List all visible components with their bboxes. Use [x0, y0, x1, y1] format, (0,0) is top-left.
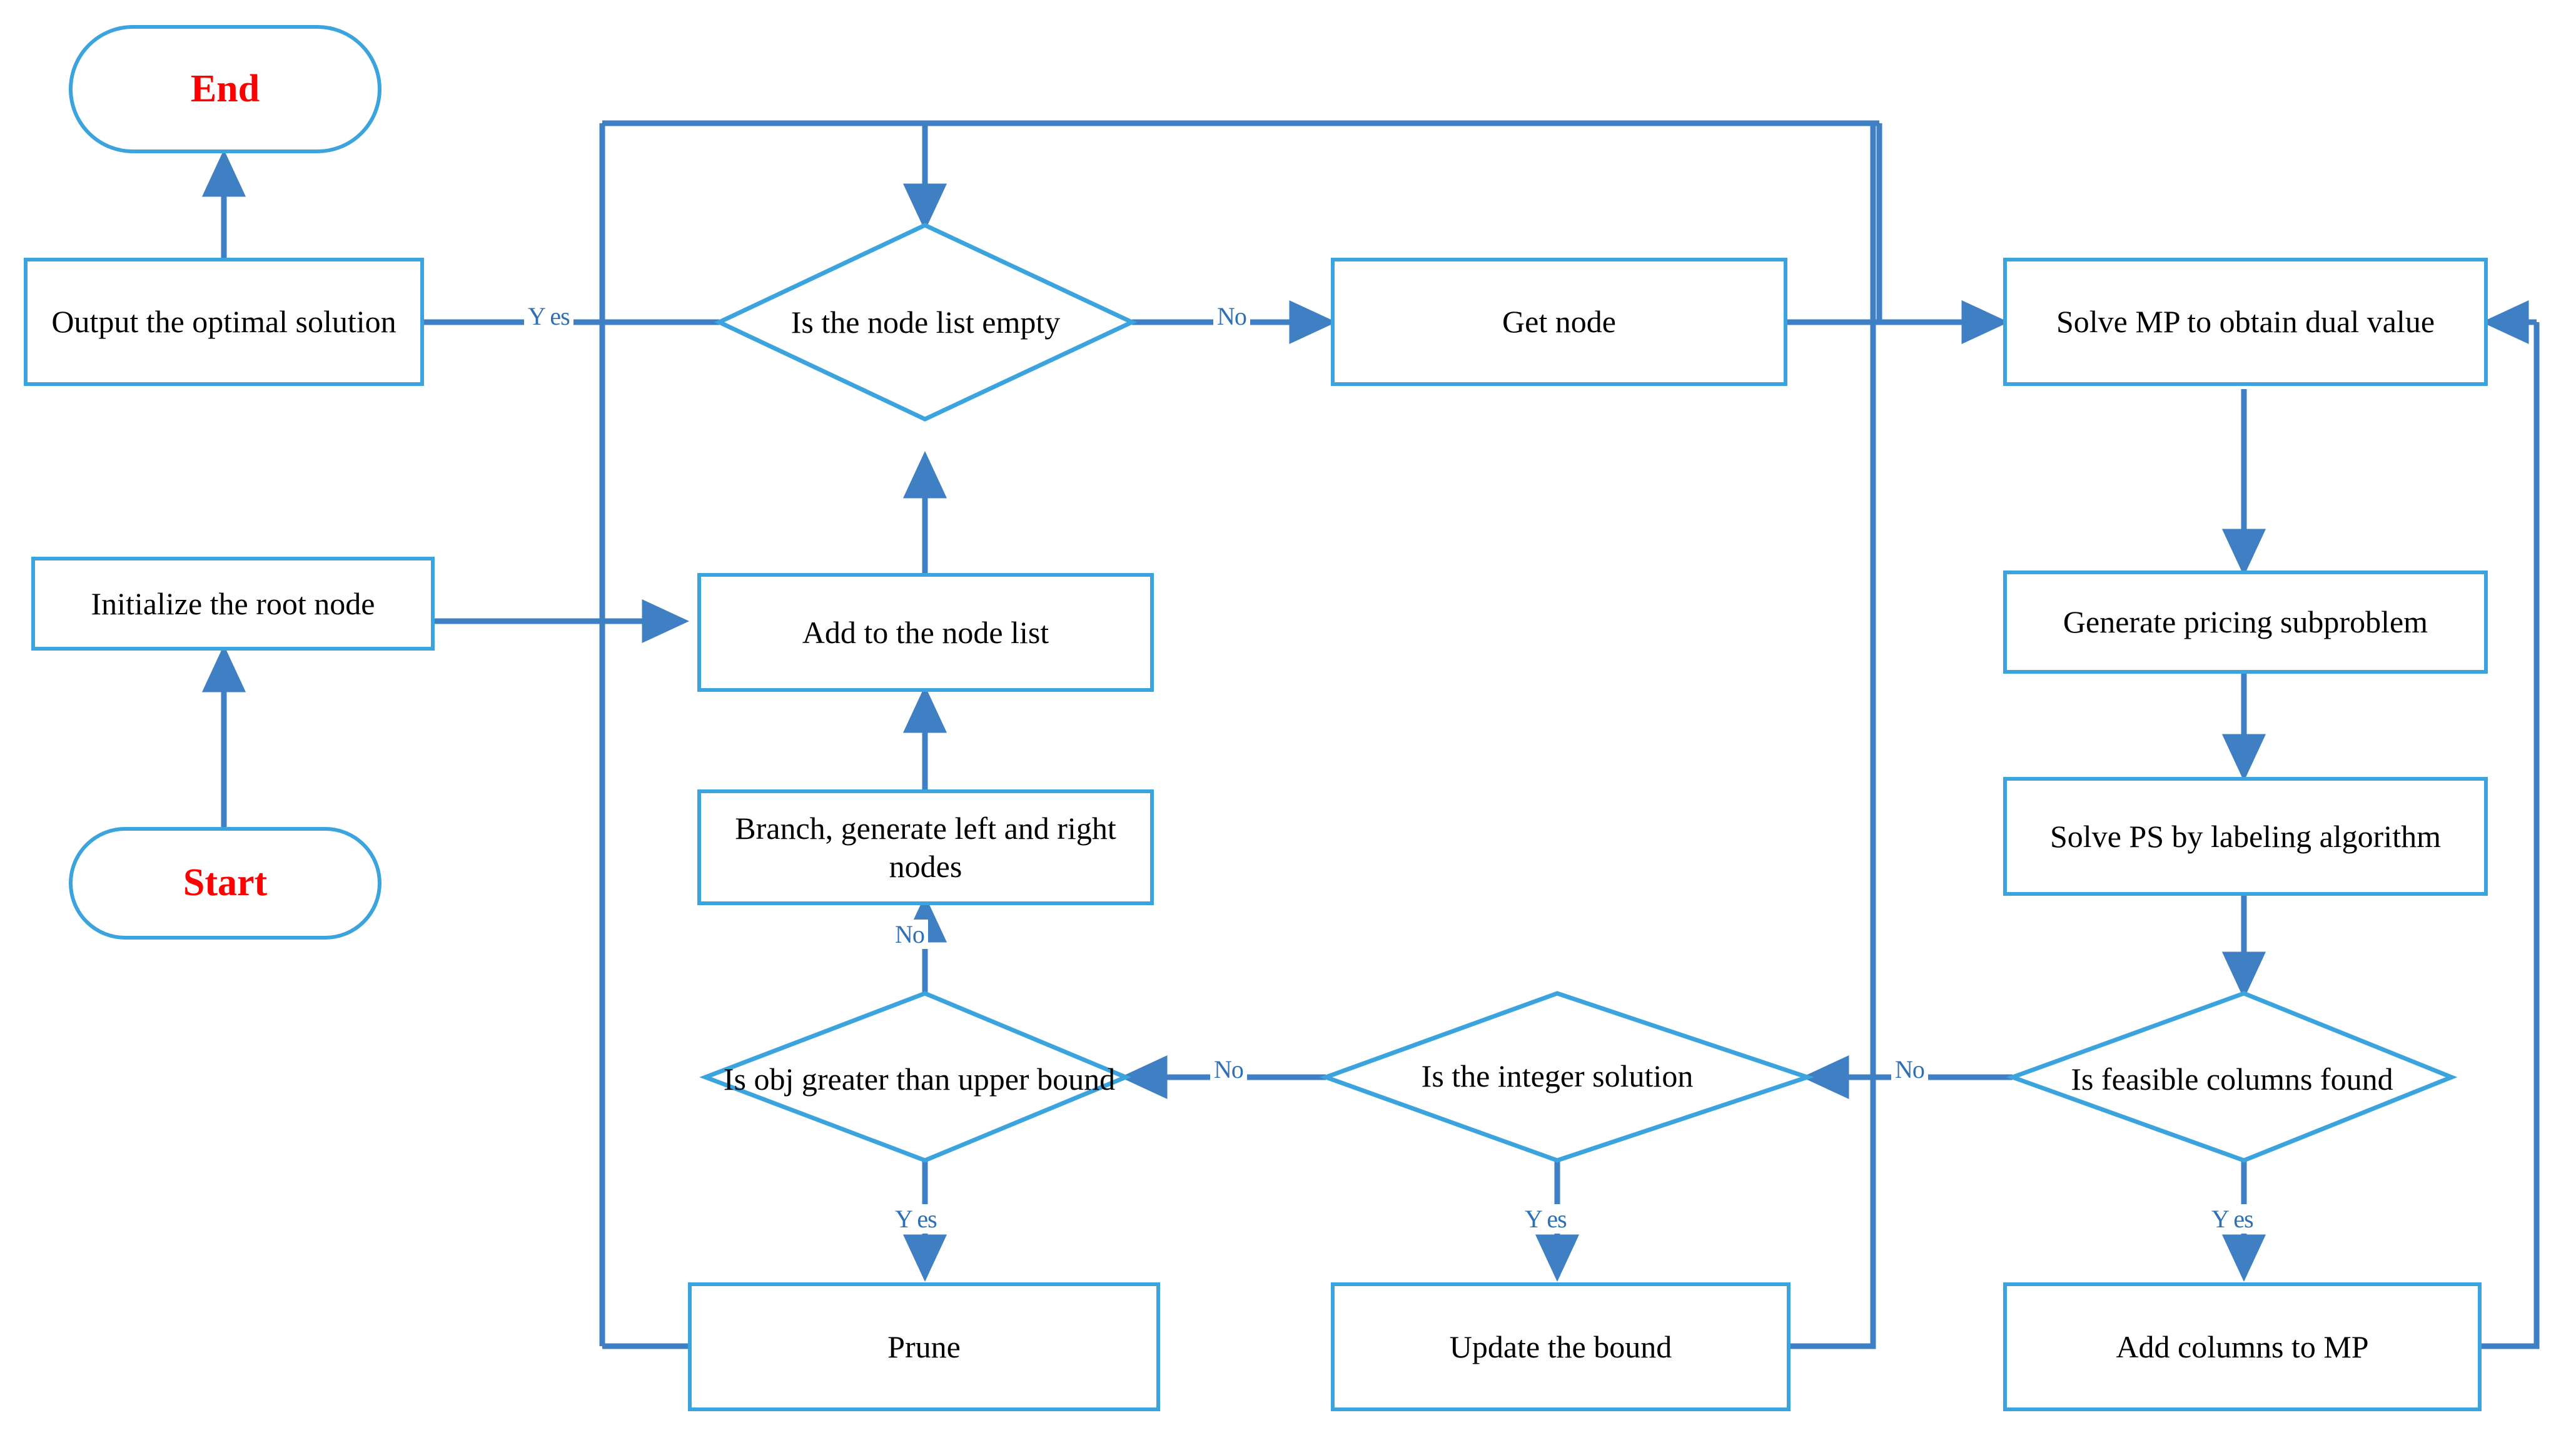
decision-integer-solution-label: Is the integer solution — [1421, 1058, 1694, 1093]
decision-integer-solution-label-wrap[interactable]: Is the integer solution — [1332, 1038, 1782, 1113]
edge-label-obj-yes: Y es — [891, 1204, 941, 1234]
edge-addcolumns-return-bus — [2480, 322, 2540, 1349]
edge-label-integer-yes: Y es — [1521, 1204, 1570, 1234]
decision-feasible-columns-shape — [2006, 991, 2458, 1163]
terminal-start-label: Start — [183, 861, 268, 905]
decision-obj-greater-label: Is obj greater than upper bound — [723, 1061, 1116, 1097]
terminal-start[interactable]: Start — [69, 827, 381, 940]
process-output-optimal-solution-label: Output the optimal solution — [51, 304, 397, 339]
edge-label-feasible-yes: Y es — [2208, 1204, 2257, 1234]
process-solve-mp[interactable]: Solve MP to obtain dual value — [2003, 258, 2488, 386]
process-generate-pricing-subproblem-label: Generate pricing subproblem — [2063, 604, 2428, 639]
edge-label-empty-no: No — [1213, 302, 1250, 331]
decision-node-list-empty-shape — [714, 223, 1138, 422]
process-get-node[interactable]: Get node — [1331, 258, 1787, 386]
process-get-node-label: Get node — [1502, 304, 1616, 339]
process-solve-ps-labeling[interactable]: Solve PS by labeling algorithm — [2003, 777, 2488, 896]
terminal-end[interactable]: End — [69, 25, 381, 153]
process-initialize-root-node-label: Initialize the root node — [91, 586, 375, 621]
process-prune[interactable]: Prune — [688, 1282, 1160, 1411]
edge-label-empty-yes: Y es — [524, 302, 573, 331]
edge-updatebound-return-bus — [1789, 1077, 1876, 1349]
process-add-columns-to-mp-label: Add columns to MP — [2116, 1329, 2369, 1364]
process-initialize-root-node[interactable]: Initialize the root node — [31, 557, 435, 651]
terminal-end-label: End — [190, 67, 260, 110]
process-output-optimal-solution[interactable]: Output the optimal solution — [24, 258, 424, 386]
decision-obj-greater-shape — [699, 991, 1132, 1163]
process-generate-pricing-subproblem[interactable]: Generate pricing subproblem — [2003, 570, 2488, 674]
edge-label-branch-no: No — [891, 920, 928, 949]
process-add-to-node-list[interactable]: Add to the node list — [697, 573, 1154, 692]
decision-feasible-columns-label: Is feasible columns found — [2071, 1061, 2393, 1097]
edge-label-integer-no: No — [1210, 1055, 1247, 1084]
process-prune-label: Prune — [887, 1329, 961, 1364]
decision-node-list-empty-label: Is the node list empty — [790, 304, 1061, 340]
process-solve-ps-labeling-label: Solve PS by labeling algorithm — [2050, 818, 2441, 854]
process-update-the-bound-label: Update the bound — [1449, 1329, 1672, 1364]
decision-integer-solution-shape — [1319, 991, 1815, 1163]
process-solve-mp-label: Solve MP to obtain dual value — [2056, 304, 2435, 339]
process-add-to-node-list-label: Add to the node list — [802, 614, 1049, 650]
process-branch-generate-nodes-label: Branch, generate left and right nodes — [735, 810, 1116, 884]
decision-obj-greater-label-wrap[interactable]: Is obj greater than upper bound — [713, 1026, 1126, 1132]
decision-feasible-columns-label-wrap[interactable]: Is feasible columns found — [2013, 1026, 2452, 1132]
edge-label-feasible-no: No — [1891, 1055, 1928, 1084]
decision-node-list-empty-label-wrap[interactable]: Is the node list empty — [719, 285, 1132, 360]
process-branch-generate-nodes[interactable]: Branch, generate left and right nodes — [697, 789, 1154, 905]
process-add-columns-to-mp[interactable]: Add columns to MP — [2003, 1282, 2482, 1411]
process-update-the-bound[interactable]: Update the bound — [1331, 1282, 1791, 1411]
